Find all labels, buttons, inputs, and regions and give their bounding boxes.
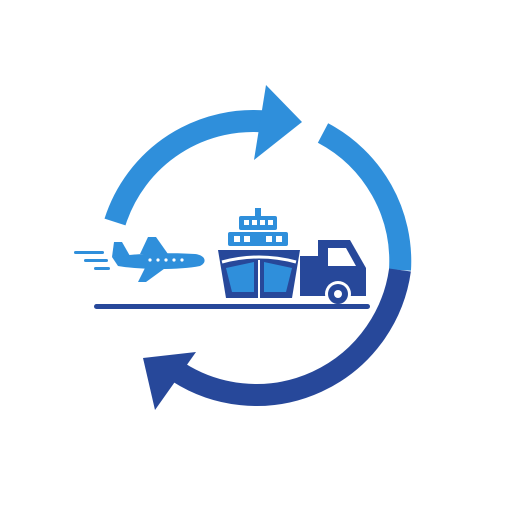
right-arc-upper (317, 123, 412, 271)
ground-line (94, 304, 370, 309)
delivery-truck-icon (300, 240, 366, 307)
speed-lines (74, 251, 110, 270)
top-arrow-head (254, 85, 302, 160)
right-arc-lower (172, 268, 411, 406)
bottom-arrow-head (143, 352, 196, 410)
top-arc (104, 110, 272, 226)
cargo-ship-icon (218, 208, 300, 298)
cycle-arrow-icon (104, 85, 412, 410)
airplane-icon (112, 237, 205, 282)
